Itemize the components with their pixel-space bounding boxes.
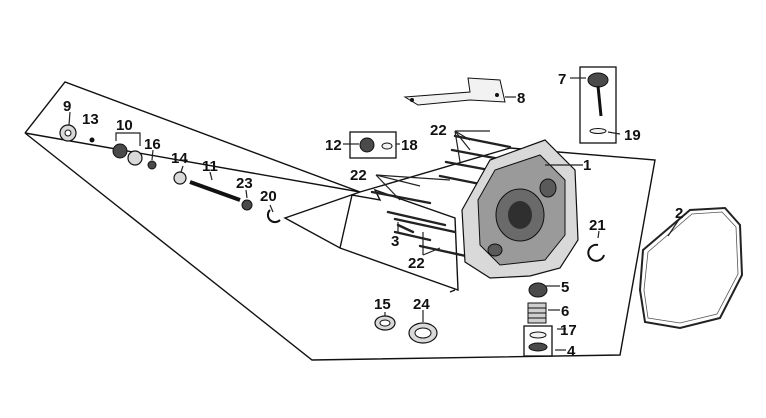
callout-6: 6: [561, 303, 569, 320]
callout-18: 18: [401, 137, 418, 154]
callout-22-middle: 22: [350, 167, 367, 184]
callout-5: 5: [561, 279, 569, 296]
shaft-assembly: [59, 124, 281, 224]
callout-labels: 1 2 3 4 5 6 7 8 9 10 11 12 13 14 15 16 1…: [63, 71, 683, 360]
callout-8: 8: [517, 90, 525, 107]
callout-24: 24: [413, 296, 430, 313]
leader-lines: [68, 77, 681, 351]
callout-1: 1: [583, 157, 591, 174]
callout-11: 11: [202, 158, 218, 175]
bracket-plate: [403, 77, 506, 106]
callout-19: 19: [624, 127, 641, 144]
callout-22-top: 22: [430, 122, 447, 139]
callout-14: 14: [171, 150, 188, 167]
callout-10: 10: [116, 117, 133, 134]
callout-13: 13: [82, 111, 99, 128]
callout-2: 2: [675, 205, 683, 222]
callout-9: 9: [63, 98, 71, 115]
callout-7: 7: [558, 71, 566, 88]
callout-20: 20: [260, 188, 277, 205]
callout-21: 21: [589, 217, 606, 234]
callout-23: 23: [236, 175, 253, 192]
dipstick-box: [579, 66, 617, 144]
callout-17: 17: [560, 322, 577, 339]
cover-gasket: [638, 206, 744, 330]
callout-22-bottom: 22: [408, 255, 425, 272]
plug-box: [349, 131, 397, 159]
callout-15: 15: [374, 296, 391, 313]
callout-12: 12: [325, 137, 342, 154]
callout-3: 3: [391, 233, 399, 250]
small-parts: [374, 223, 605, 357]
crankcase-cover: [461, 139, 579, 279]
callout-16: 16: [144, 136, 161, 153]
callout-4: 4: [567, 343, 576, 360]
